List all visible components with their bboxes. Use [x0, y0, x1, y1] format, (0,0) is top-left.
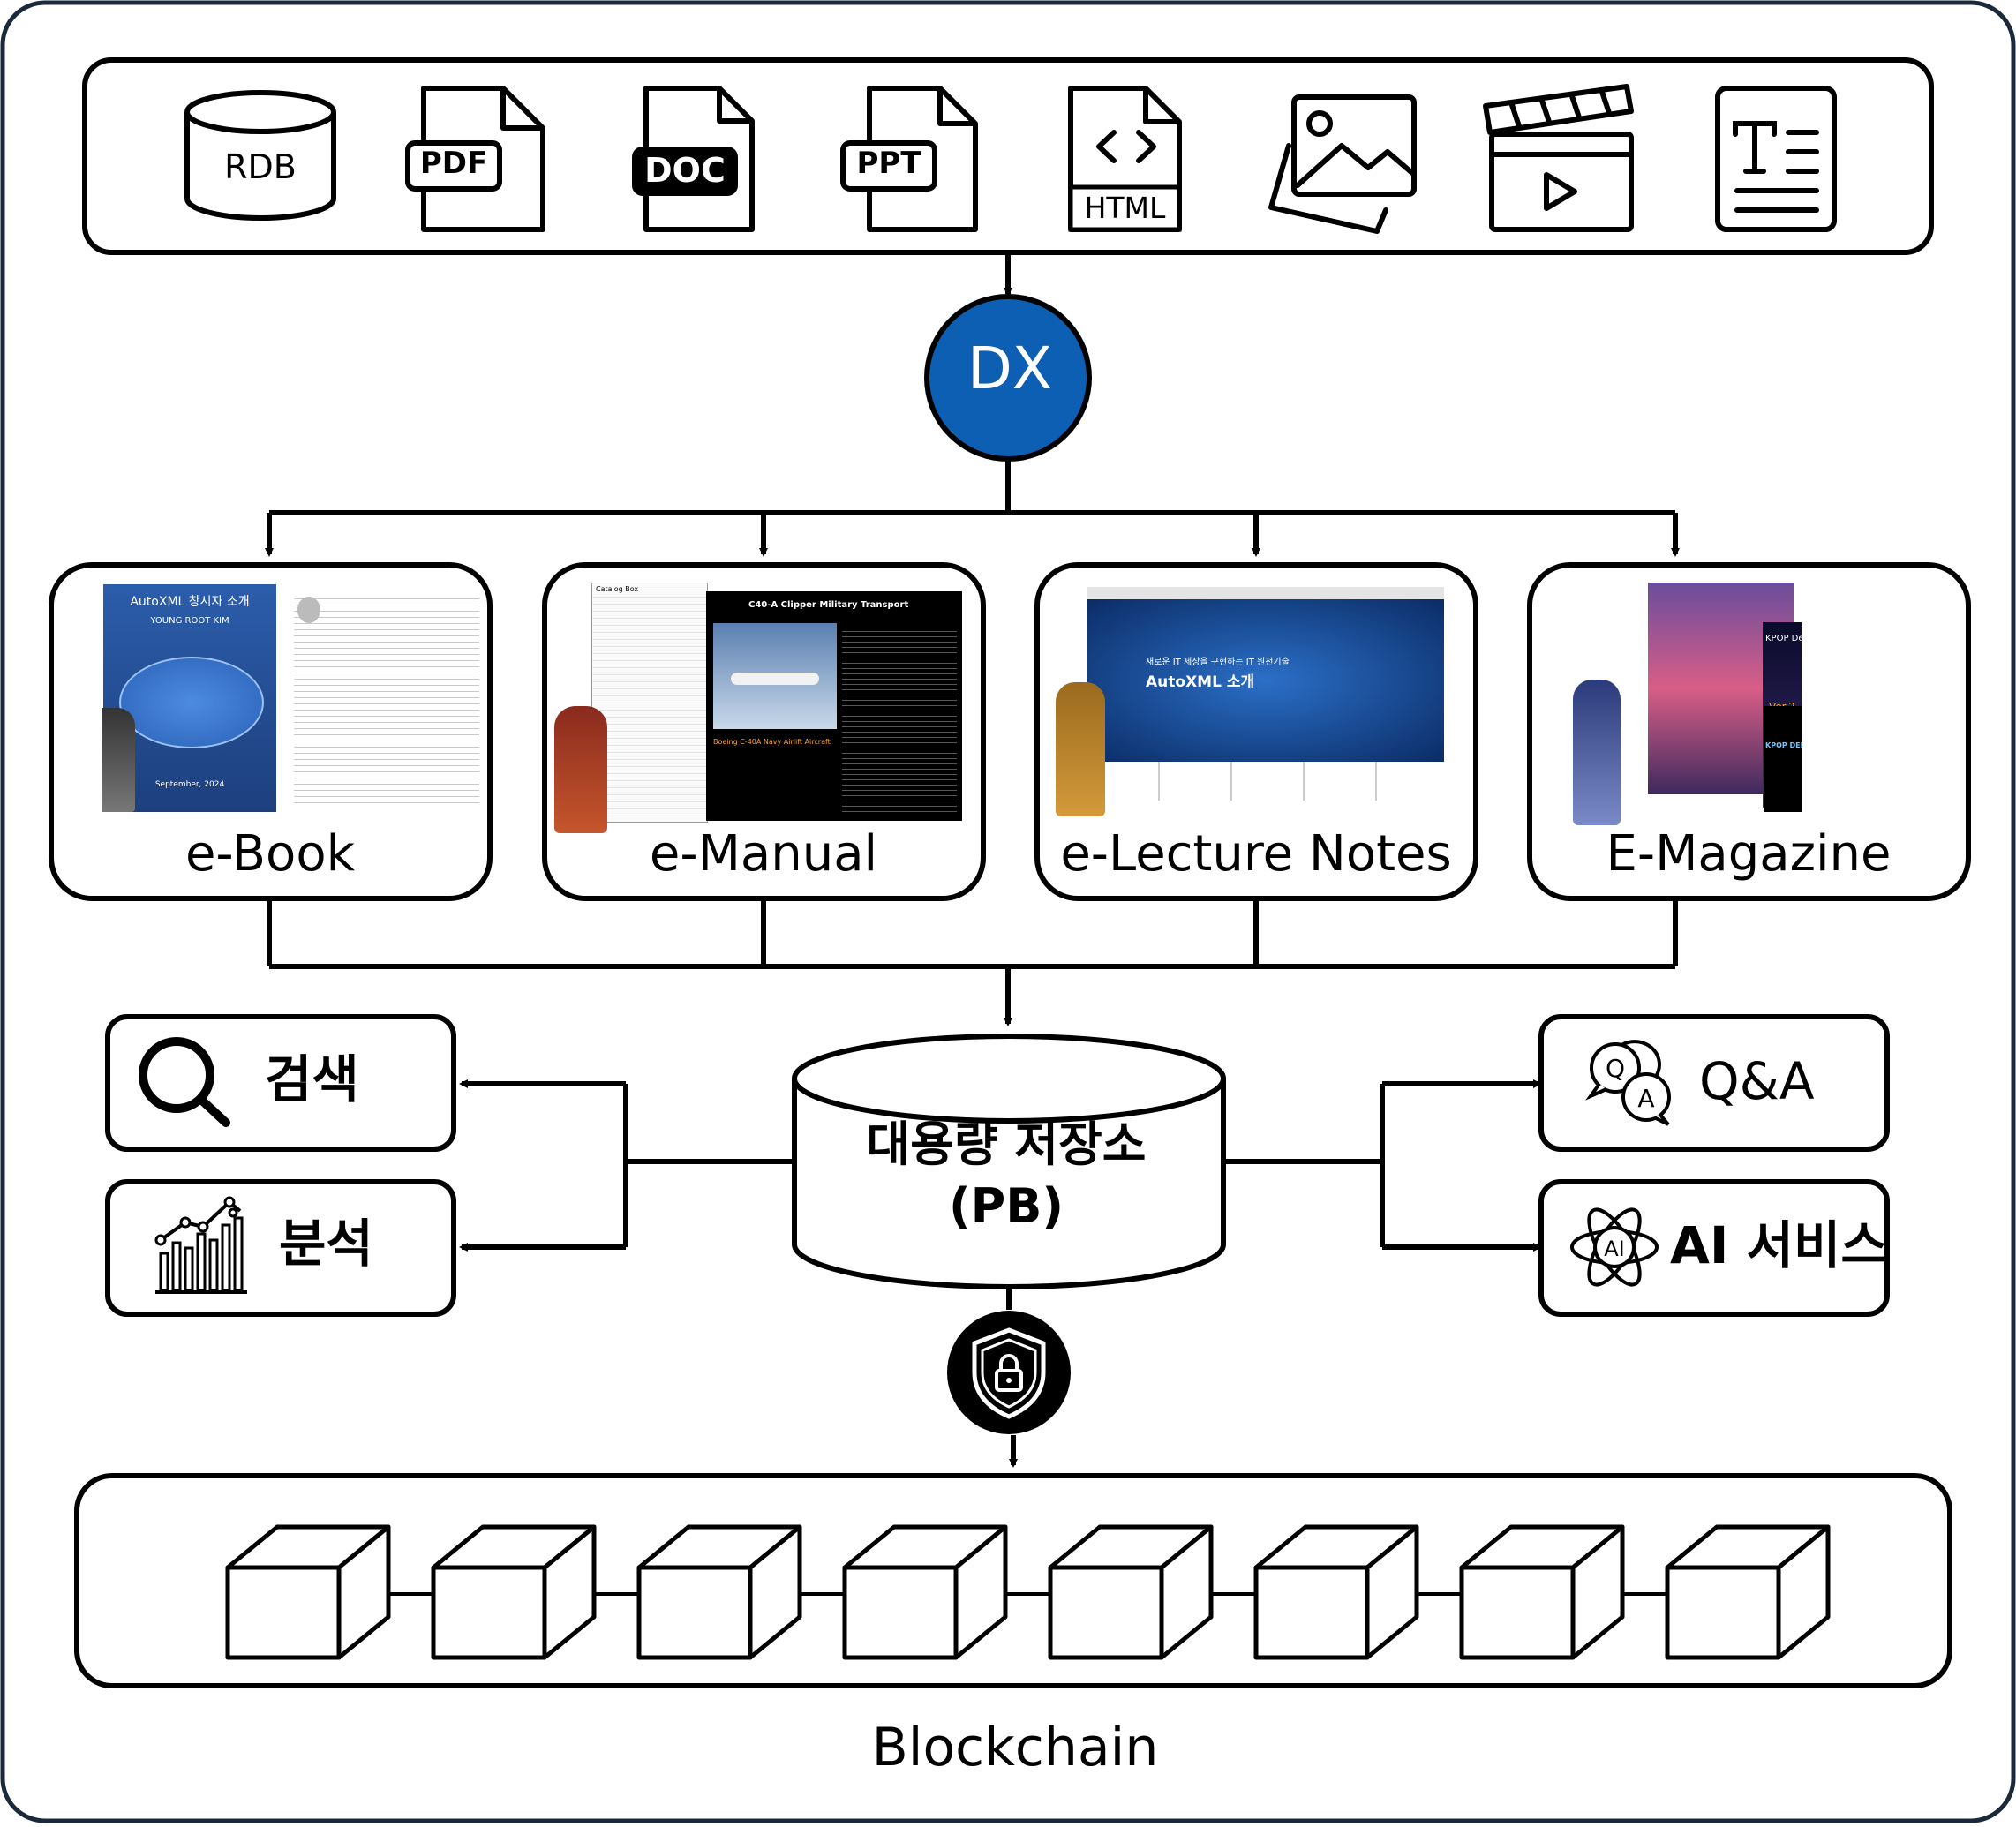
electure-thumbnails-strip: [1087, 762, 1444, 801]
merge-connectors: [267, 900, 1678, 1026]
qa-bubbles-icon: Q A: [1585, 1040, 1671, 1126]
qa-label: Q&A: [1699, 1051, 1815, 1111]
source-label-html: HTML: [1084, 191, 1166, 225]
storage-label-line2: (PB): [948, 1178, 1064, 1235]
blockchain-blocks: [225, 1524, 1831, 1660]
electure-slide-title: AutoXML 소개: [1146, 673, 1255, 691]
emanual-figure: [554, 706, 607, 833]
svg-text:A: A: [1637, 1084, 1654, 1113]
pdf-file-icon: [405, 86, 545, 232]
ebook-figure: [102, 708, 135, 812]
search-label: 검색: [265, 1049, 359, 1109]
ai-atom-icon: AI: [1570, 1207, 1659, 1287]
source-label-pdf: PDF: [419, 146, 488, 181]
electure-slide: 새로운 IT 세상을 구현하는 IT 원천기술 AutoXML 소개: [1087, 599, 1444, 762]
ebook-thumbnail: AutoXML 창시자 소개 YOUNG ROOT KIM September,…: [102, 584, 490, 812]
electure-slide-subtitle: 새로운 IT 세상을 구현하는 IT 원천기술: [1146, 658, 1290, 667]
shield-lock-icon: [947, 1311, 1071, 1434]
ppt-file-icon: [840, 86, 978, 232]
ebook-cover-title: AutoXML 창시자 소개: [130, 595, 250, 609]
source-label-rdb: RDB: [224, 147, 297, 186]
storage-cylinder: [792, 1034, 1226, 1289]
video-clapper-icon: [1483, 84, 1634, 232]
emagazine-figure: [1573, 680, 1621, 825]
emanual-content-title: C40-A Clipper Military Transport: [748, 600, 909, 610]
emanual-body-text: [842, 627, 957, 812]
emagazine-thumbnail: KPOP Demon Hunters Ver.2 KPOP DEMON HUNT…: [1573, 583, 1802, 825]
source-label-ppt: PPT: [856, 146, 921, 181]
emanual-thumbnail: Catalog Box C40-A Clipper Military Trans…: [554, 583, 962, 833]
blockchain-label: Blockchain: [871, 1717, 1159, 1778]
analytics-chart-icon: [154, 1196, 247, 1294]
emanual-sidebar-title: Catalog Box: [596, 585, 639, 593]
ebook-cover-subtitle: YOUNG ROOT KIM: [150, 616, 229, 626]
storage-label: 대용량 저장소 (PB): [777, 1114, 1236, 1237]
ai-service-box: [1538, 1179, 1890, 1317]
ebook-cover-globe: [119, 657, 264, 748]
dx-label: DX: [967, 335, 1053, 402]
emanual-content: C40-A Clipper Military Transport Boeing …: [706, 591, 962, 821]
block-cube-icon: [431, 1524, 597, 1660]
storage-label-line1: 대용량 저장소: [866, 1116, 1147, 1172]
emanual-caption: Boeing C-40A Navy Airlift Aircraft: [713, 738, 831, 746]
sources-box: [82, 57, 1934, 255]
ebook-author-photo: [297, 597, 320, 623]
storage-to-right-connectors: [1223, 1079, 1542, 1252]
source-label-doc: DOC: [644, 151, 726, 190]
storage-to-left-connectors: [459, 1079, 794, 1252]
image-icon: [1268, 94, 1417, 234]
html-file-icon: [1068, 86, 1182, 232]
electure-toolbar: [1087, 587, 1444, 599]
emagazine-cover-front: [1764, 706, 1802, 812]
output-label-emagazine: E-Magazine: [1606, 825, 1892, 883]
emagazine-title: KPOP Demon Hunters: [1765, 634, 1802, 643]
block-cube-icon: [225, 1524, 391, 1660]
ebook-page-text: [294, 593, 479, 805]
block-cube-icon: [842, 1524, 1008, 1660]
ai-service-label: AI 서비스: [1670, 1215, 1888, 1275]
database-icon: [184, 90, 336, 221]
electure-thumbnail: 새로운 IT 세상을 구현하는 IT 원천기술 AutoXML 소개: [1056, 587, 1444, 816]
svg-text:Q: Q: [1606, 1054, 1625, 1083]
block-cube-icon: [1459, 1524, 1625, 1660]
svg-text:AI: AI: [1604, 1237, 1625, 1261]
ebook-cover-date: September, 2024: [154, 780, 225, 789]
block-cube-icon: [636, 1524, 802, 1660]
dx-branch-connectors: [265, 459, 1680, 557]
search-icon: [139, 1037, 230, 1127]
electure-figure: [1056, 682, 1105, 816]
output-label-emanual: e-Manual: [649, 825, 878, 883]
doc-file-icon: [632, 86, 755, 232]
output-label-electure: e-Lecture Notes: [1060, 825, 1452, 883]
output-label-ebook: e-Book: [184, 825, 356, 883]
block-cube-icon: [1253, 1524, 1419, 1660]
analysis-label: 분석: [279, 1214, 373, 1274]
block-cube-icon: [1048, 1524, 1214, 1660]
emanual-aircraft-shape: [731, 673, 819, 685]
block-cube-icon: [1665, 1524, 1831, 1660]
text-document-icon: [1715, 86, 1837, 232]
emagazine-cover-text: KPOP DEMON HUNTERS: [1765, 741, 1802, 749]
emanual-sidebar: Catalog Box: [591, 583, 708, 823]
analysis-box: [105, 1179, 456, 1317]
